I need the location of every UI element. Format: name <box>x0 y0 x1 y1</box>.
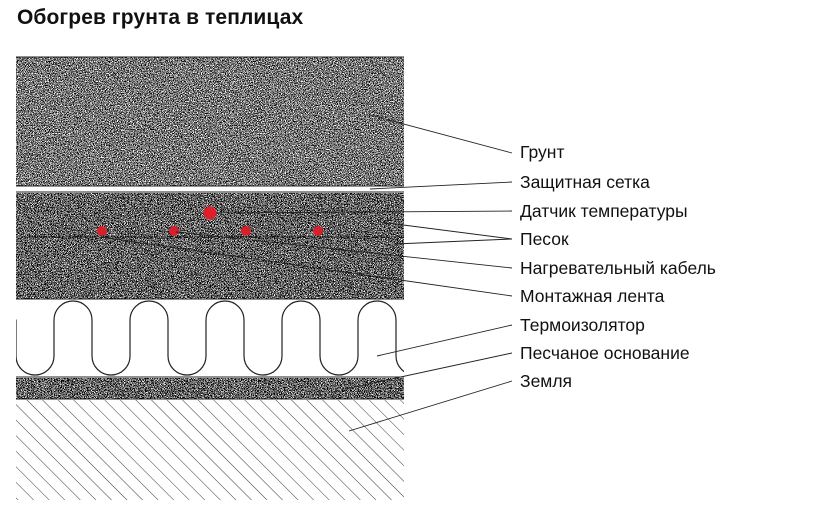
earth-layer <box>16 400 404 500</box>
label-soil: Грунт <box>520 142 564 162</box>
label-sand-base: Песчаное основание <box>520 343 690 363</box>
label-sand: Песок <box>520 229 569 249</box>
label-heating-cable: Нагревательный кабель <box>520 258 716 278</box>
temperature-sensor <box>203 206 217 220</box>
cable-dot <box>241 226 251 236</box>
label-earth: Земля <box>520 371 572 391</box>
label-mounting-tape: Монтажная лента <box>520 286 665 306</box>
protective-mesh-layer <box>16 185 404 193</box>
label-temp-sensor: Датчик температуры <box>520 201 688 221</box>
cable-dot <box>97 226 107 236</box>
leader-lines <box>99 114 513 432</box>
soil-layer <box>16 56 404 186</box>
thermal-insulator-layer <box>16 300 404 376</box>
label-protective-mesh: Защитная сетка <box>520 172 650 192</box>
heating-cable-dots <box>97 226 323 236</box>
sand-base-layer <box>16 378 404 400</box>
label-thermal-insulator: Термоизолятор <box>520 315 645 335</box>
page-title: Обогрев грунта в теплицах <box>17 6 304 29</box>
cable-dot <box>313 226 323 236</box>
labels: Грунт Защитная сетка Датчик температуры … <box>520 142 716 391</box>
cable-dot <box>169 226 179 236</box>
